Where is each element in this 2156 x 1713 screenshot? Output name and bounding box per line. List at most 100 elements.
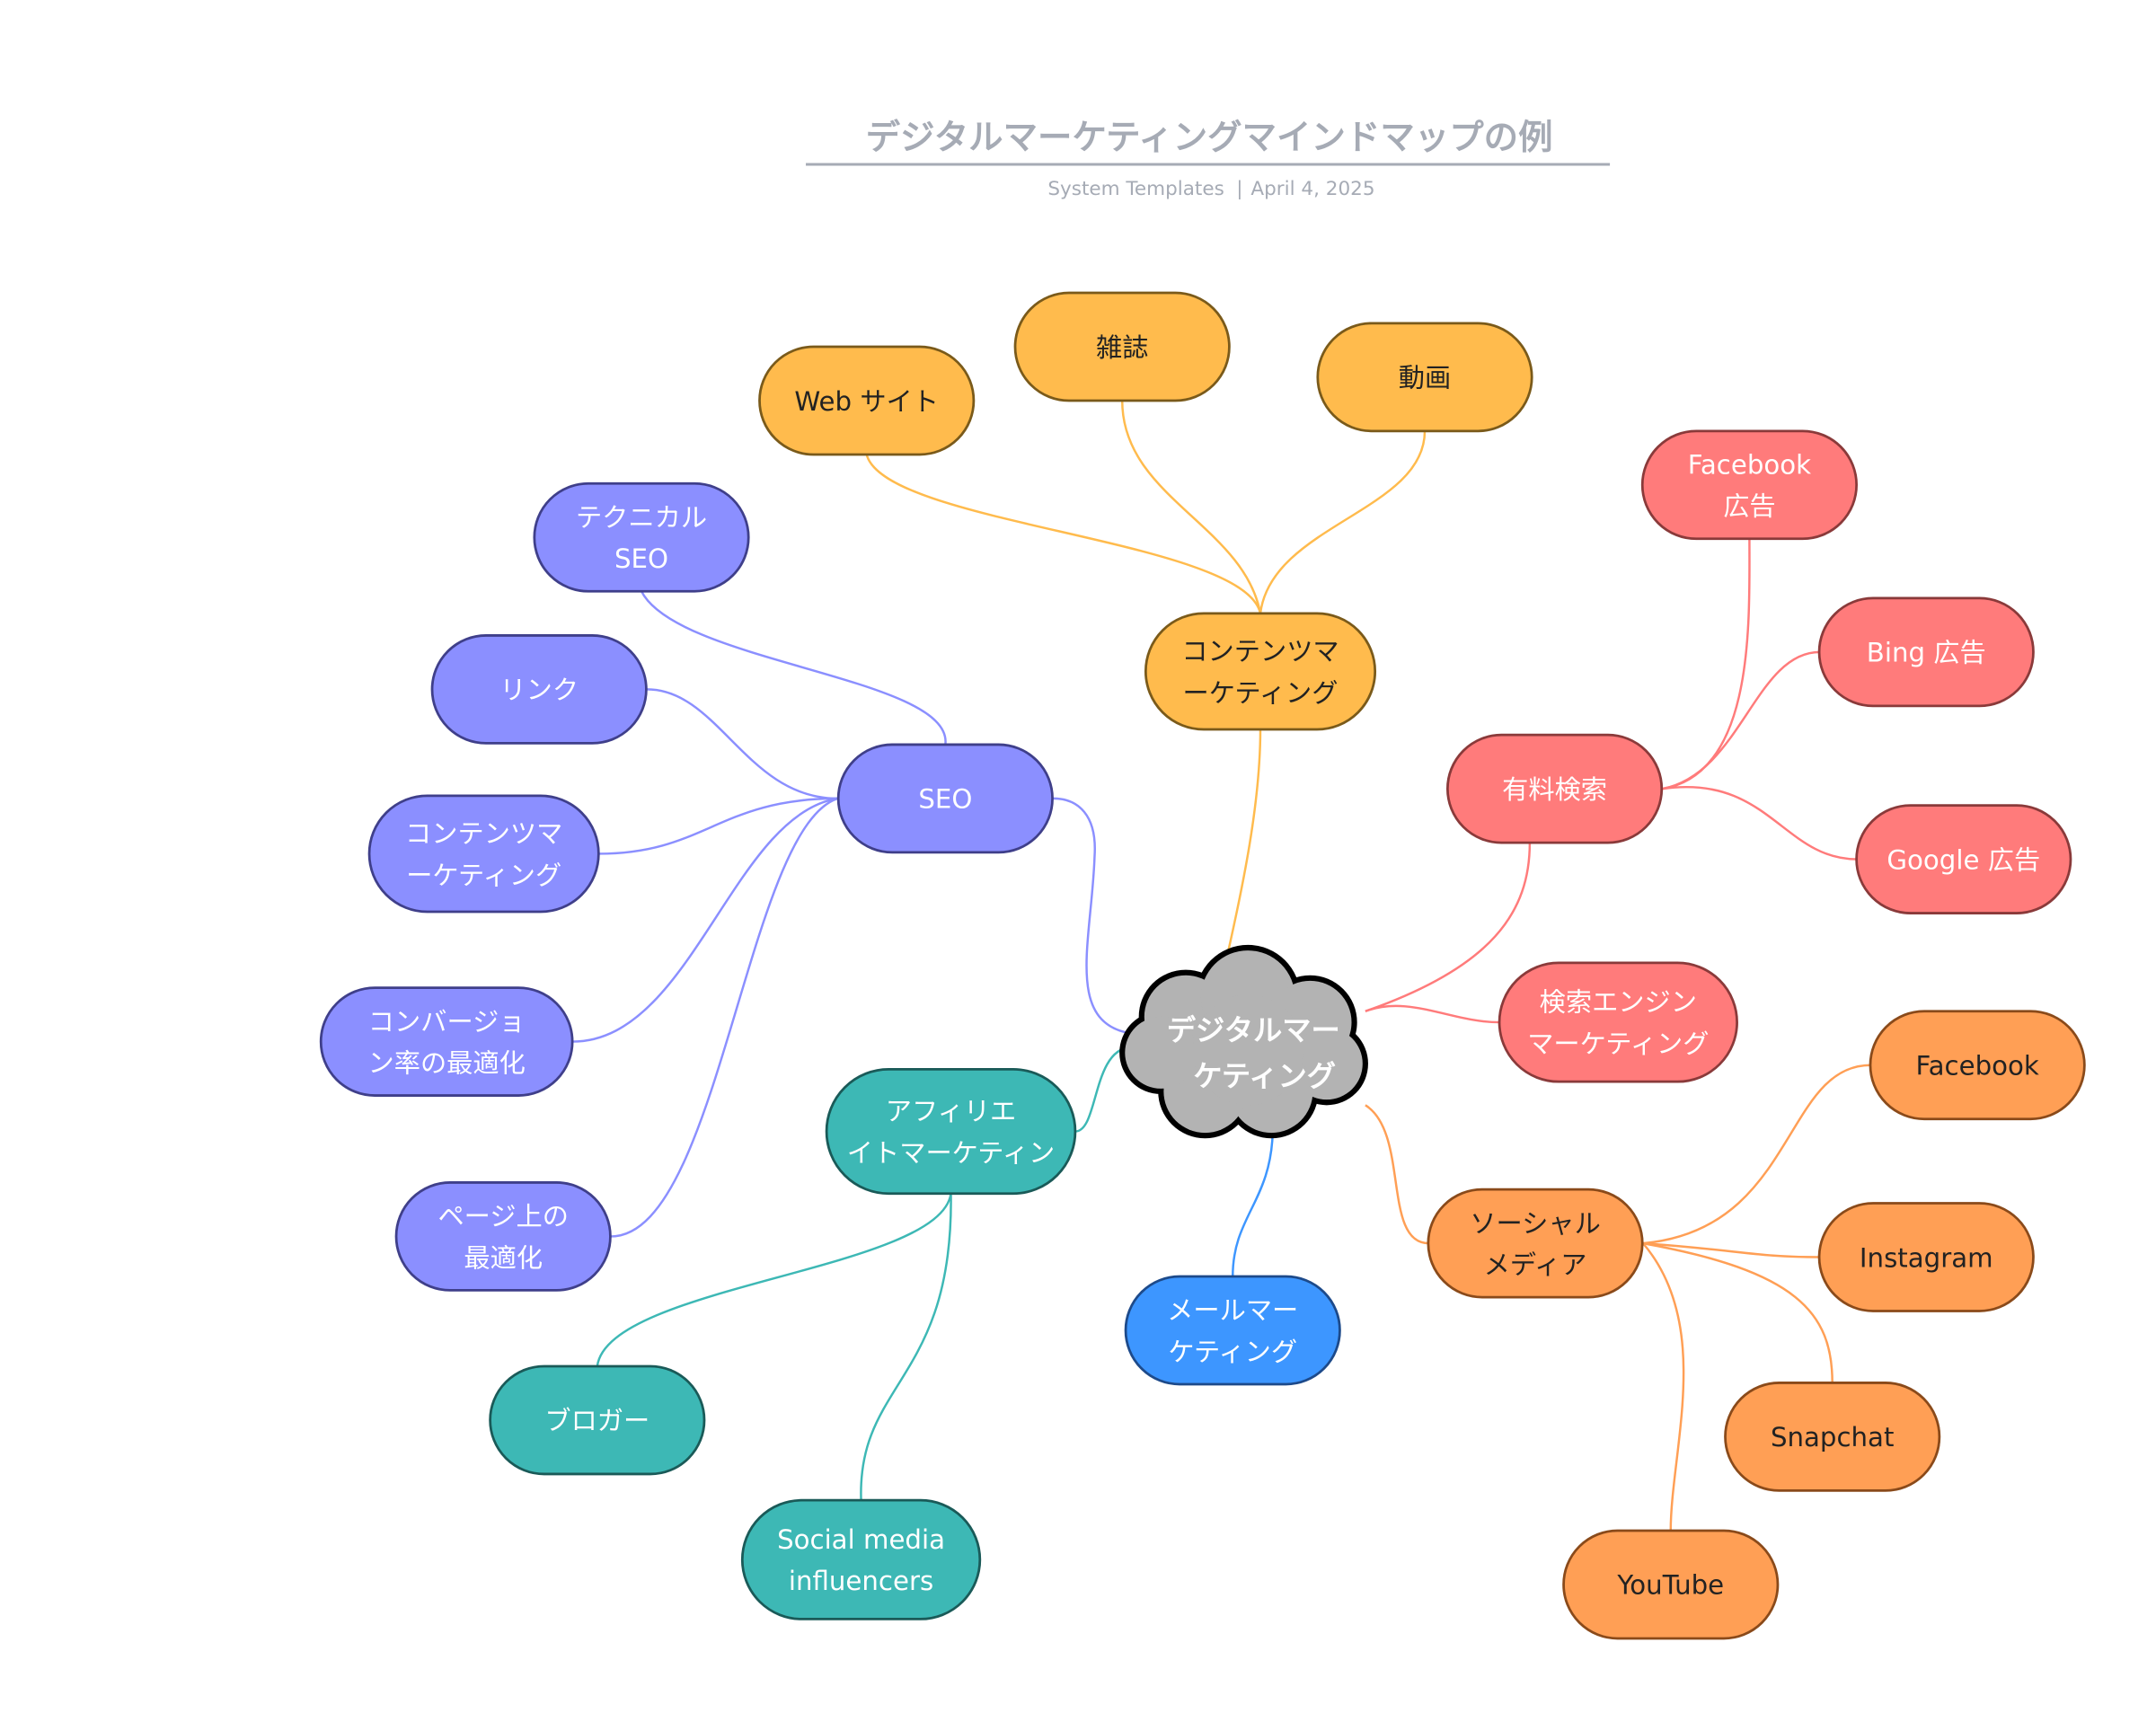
cloud-shape	[1125, 1016, 1197, 1089]
node-shape	[430, 634, 648, 745]
node-shape	[1855, 804, 2072, 914]
cloud-shape	[1192, 994, 1303, 1106]
node-label-line: ページ上の	[437, 1201, 569, 1232]
edge-seo	[1053, 797, 1131, 1035]
node-label: SEO	[918, 784, 972, 815]
node-label-line: 有料検索	[1502, 774, 1607, 805]
edge-social	[1642, 1242, 1685, 1531]
node-video[interactable]: 動画	[1316, 322, 1533, 433]
node-facebook[interactable]: Facebook	[1869, 1010, 2086, 1121]
node-label: Bing 広告	[1867, 638, 1986, 668]
edge-social	[1642, 1064, 1871, 1245]
source-label: System Templates	[1047, 178, 1224, 200]
node-shape	[1640, 429, 1858, 541]
node-bing-ads[interactable]: Bing 広告	[1817, 596, 2035, 708]
node-label: 動画	[1399, 363, 1451, 393]
node-label-line: 動画	[1399, 363, 1451, 393]
node-label-line: Bing 広告	[1867, 638, 1986, 668]
edge-email	[1232, 1129, 1275, 1277]
node-label: リンク	[499, 675, 579, 705]
node-label: 検索エンジンマーケティング	[1527, 987, 1709, 1059]
header: デジタルマーケティングマインドマップの例 System Templates | …	[806, 118, 1611, 200]
edge-content	[1222, 729, 1262, 975]
node-label-line: 検索エンジン	[1540, 987, 1697, 1018]
node-label-line: 雑誌	[1096, 332, 1148, 363]
page-title: デジタルマーケティングマインドマップの例	[866, 118, 1553, 158]
node-label-line: Snapchat	[1771, 1422, 1894, 1453]
node-label-line: ン率の最適化	[368, 1047, 526, 1078]
node-label-line: Facebook	[1916, 1050, 2039, 1081]
node-label: ブロガー	[544, 1406, 649, 1436]
node-shape	[758, 345, 976, 456]
node-google-ads[interactable]: Google 広告	[1855, 804, 2072, 914]
node-shape	[367, 794, 600, 914]
node-email[interactable]: メールマーケティング	[1124, 1275, 1341, 1386]
node-link[interactable]: リンク	[430, 634, 648, 745]
edge-content	[1120, 400, 1262, 614]
date-label: April 4, 2025	[1250, 178, 1374, 200]
edge-seo	[640, 590, 947, 746]
node-label-line: ーケティング	[1183, 677, 1339, 708]
node-shape	[489, 1364, 706, 1476]
node-shape	[836, 743, 1054, 854]
node-affiliate[interactable]: アフィリエイトマーケティン	[825, 1067, 1077, 1196]
edge-paid	[1662, 786, 1858, 861]
node-youtube[interactable]: YouTube	[1562, 1529, 1780, 1640]
node-seo[interactable]: SEO	[836, 743, 1054, 854]
edge-seo	[572, 797, 838, 1043]
central-topic-cloud[interactable]: デジタルマーケティング	[1119, 944, 1368, 1139]
node-label-line: コンテンツマ	[405, 818, 562, 849]
node-label: ページ上の最適化	[437, 1201, 569, 1273]
node-label-line: SEO	[918, 784, 972, 815]
edge-social	[1642, 1241, 1833, 1383]
node-website[interactable]: Web サイト	[758, 345, 976, 456]
node-label-line: Social media	[777, 1524, 945, 1555]
node-label-line: Instagram	[1860, 1242, 1993, 1273]
node-label-line: イトマーケティン	[847, 1137, 1055, 1168]
node-influencers[interactable]: Social media influencers	[740, 1498, 982, 1620]
node-shape	[533, 481, 750, 593]
node-shape	[1817, 1202, 2035, 1312]
node-label-line: Google 広告	[1886, 844, 2040, 875]
node-label-line: influencers	[789, 1566, 933, 1596]
node-seo-content[interactable]: コンテンツマーケティング	[367, 794, 600, 914]
node-onpage[interactable]: ページ上の最適化	[394, 1181, 612, 1292]
node-shape	[740, 1498, 982, 1620]
edge-paid	[1365, 843, 1532, 1012]
edge-content	[1259, 430, 1427, 614]
node-magazine[interactable]: 雑誌	[1013, 291, 1231, 402]
node-label-line: アフィリエ	[886, 1096, 1017, 1126]
edge-paid	[1365, 1004, 1500, 1024]
central-topic-line: デジタルマー	[1167, 1013, 1340, 1047]
node-instagram[interactable]: Instagram	[1817, 1202, 2035, 1312]
node-label: コンテンツマーケティング	[1181, 636, 1339, 708]
edge-social	[1365, 1104, 1429, 1245]
node-conversion[interactable]: コンバージョン率の最適化	[319, 986, 574, 1097]
node-label-line: テクニカル	[576, 502, 707, 533]
node-shape	[1817, 596, 2035, 708]
edge-affiliate	[860, 1193, 952, 1501]
edges	[572, 400, 1871, 1531]
node-label: 雑誌	[1096, 332, 1148, 363]
node-label-line: ーケティング	[406, 860, 561, 890]
node-snapchat[interactable]: Snapchat	[1724, 1382, 1941, 1492]
node-label-line: ケティング	[1168, 1337, 1297, 1367]
node-social-media[interactable]: ソーシャルメディア	[1427, 1188, 1644, 1299]
edge-affiliate	[1074, 1046, 1131, 1133]
node-content[interactable]: コンテンツマーケティング	[1144, 612, 1377, 731]
node-label-line: メディア	[1484, 1249, 1587, 1280]
node-sem[interactable]: 検索エンジンマーケティング	[1498, 961, 1738, 1083]
edge-seo	[598, 797, 838, 855]
node-label-line: 広告	[1723, 491, 1775, 522]
edge-affiliate	[596, 1193, 952, 1367]
node-shape	[1869, 1010, 2086, 1121]
node-blogger[interactable]: ブロガー	[489, 1364, 706, 1476]
edge-seo	[647, 688, 838, 800]
node-paid-search[interactable]: 有料検索	[1446, 733, 1664, 844]
